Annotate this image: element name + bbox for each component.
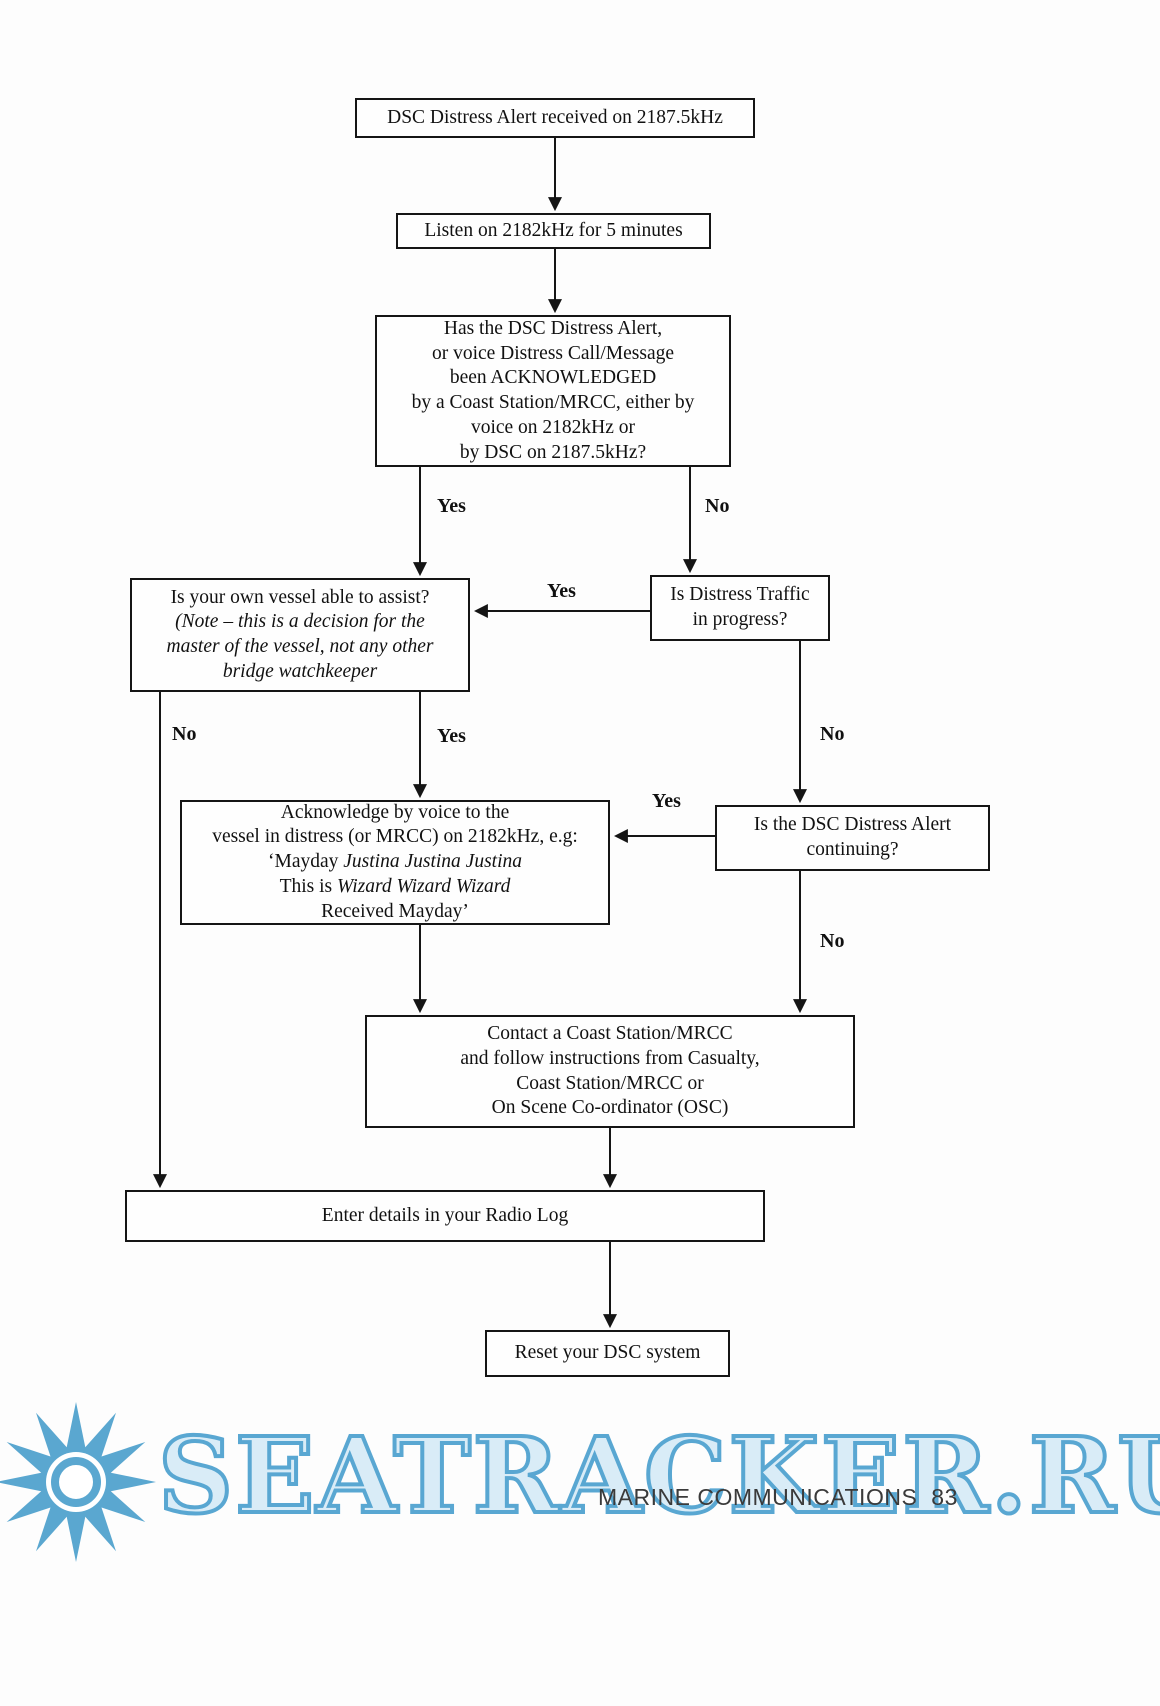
ack-line-5: Received Mayday’ bbox=[321, 900, 469, 922]
node-able-to-assist-question: Is your own vessel able to assist? (Note… bbox=[130, 578, 470, 692]
edge-label-yes: Yes bbox=[437, 725, 466, 747]
ack-line-1: Acknowledge by voice to the bbox=[280, 801, 510, 823]
node-reset-dsc: Reset your DSC system bbox=[485, 1330, 730, 1377]
edge-label-yes: Yes bbox=[437, 495, 466, 517]
node-distress-traffic-question: Is Distress Traffic in progress? bbox=[650, 575, 830, 641]
node-alert-continuing-question: Is the DSC Distress Alert continuing? bbox=[715, 805, 990, 871]
node-enter-radio-log: Enter details in your Radio Log bbox=[125, 1190, 765, 1242]
node-acknowledged-question: Has the DSC Distress Alert, or voice Dis… bbox=[375, 315, 731, 467]
ack-line-4: This is Wizard Wizard Wizard bbox=[279, 875, 511, 897]
node-acknowledge-by-voice: Acknowledge by voice to the vessel in di… bbox=[180, 800, 610, 925]
page-number: 83 bbox=[931, 1484, 958, 1510]
assist-title: Is your own vessel able to assist? bbox=[170, 586, 430, 608]
edge-label-yes: Yes bbox=[652, 790, 681, 812]
page-footer: MARINE COMMUNICATIONS 83 bbox=[598, 1484, 958, 1511]
node-distress-alert-received: DSC Distress Alert received on 2187.5kHz bbox=[355, 98, 755, 138]
footer-title: MARINE COMMUNICATIONS bbox=[598, 1484, 918, 1510]
assist-note: (Note – this is a decision for the maste… bbox=[166, 611, 434, 682]
sun-logo-icon bbox=[0, 1402, 156, 1562]
ack-line-3: ‘Mayday Justina Justina Justina bbox=[267, 851, 523, 873]
watermark-text: SEATRACKER.RU bbox=[156, 1414, 1160, 1537]
edge-label-yes: Yes bbox=[547, 580, 576, 602]
edge-label-no: No bbox=[820, 723, 845, 745]
edge-label-no: No bbox=[705, 495, 730, 517]
edge-label-no: No bbox=[172, 723, 197, 745]
edge-label-no: No bbox=[820, 930, 845, 952]
ack-line-2: vessel in distress (or MRCC) on 2182kHz,… bbox=[212, 826, 578, 848]
node-listen-2182: Listen on 2182kHz for 5 minutes bbox=[396, 213, 711, 249]
node-contact-coast-station: Contact a Coast Station/MRCC and follow … bbox=[365, 1015, 855, 1128]
